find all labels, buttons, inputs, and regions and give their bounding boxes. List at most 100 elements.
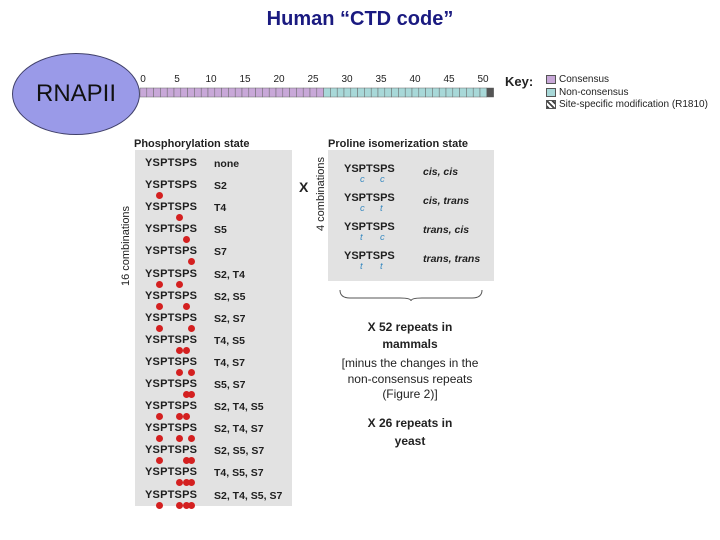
phospho-dot-s7	[188, 479, 195, 487]
ruler-cell	[357, 87, 365, 98]
ruler-cell	[418, 87, 426, 98]
phospho-sequence: YSPTSPS	[145, 400, 198, 413]
ruler-cell	[425, 87, 433, 98]
ruler-cell	[438, 87, 447, 98]
phospho-state-label: T4, S7	[214, 356, 245, 369]
phospho-state-label: S2, T4, S7	[214, 423, 264, 436]
ruler-modified-cell	[486, 88, 494, 97]
phospho-sequence: YSPTSPS	[145, 444, 198, 457]
proline-panel	[328, 150, 494, 281]
phospho-dot-s7	[188, 258, 195, 266]
ruler-tick-label: 0	[140, 74, 146, 85]
slide-title: Human “CTD code”	[266, 8, 454, 30]
phospho-dot-s5	[183, 346, 190, 354]
phospho-dot-s7	[188, 324, 195, 332]
phospho-dot-s7	[188, 391, 195, 398]
ruler-cell	[343, 87, 352, 98]
phospho-dot-s5	[183, 391, 190, 398]
proline-isomer-mark: t	[380, 203, 383, 214]
rnapii-label: RNAPII	[35, 80, 116, 107]
proline-isomer-mark: c	[380, 174, 385, 185]
mammals-note-line3: (Figure 2)]	[382, 387, 438, 401]
phospho-dot-s5	[183, 457, 190, 465]
ruler-tick-label: 50	[477, 74, 489, 85]
ruler-cell	[153, 87, 161, 98]
phosphorylation-header: Phosphorylation state	[134, 138, 250, 150]
key-site-specific-label: Site-specific modification (R1810)	[559, 99, 708, 110]
ruler-cell	[194, 87, 202, 98]
phospho-dot-t4	[176, 435, 183, 443]
phospho-dot-s5	[183, 302, 190, 310]
phospho-sequence: YSPTSPS	[145, 179, 198, 192]
key-site-specific: Site-specific modification (R1810)	[546, 99, 708, 110]
proline-sequence: YSPTSPS	[344, 250, 395, 262]
ruler-cell	[187, 87, 195, 98]
proline-isomer-mark: t	[360, 261, 363, 272]
ruler-cell	[370, 87, 379, 98]
bracket-path	[339, 289, 483, 302]
phospho-sequence: YSPTSPS	[145, 488, 198, 501]
mammals-label: mammals	[382, 337, 438, 351]
ruler-cell	[282, 87, 290, 98]
ruler-cell	[207, 87, 216, 98]
ruler-cell	[323, 87, 331, 98]
phospho-dot-t4	[176, 214, 183, 222]
phospho-sequence: YSPTSPS	[145, 333, 198, 346]
ruler-cell	[214, 87, 222, 98]
key-non-consensus: Non-consensus	[546, 87, 628, 98]
proline-sequence: YSPTSPS	[344, 163, 395, 175]
phospho-dot-t4	[176, 479, 183, 487]
phospho-sequence: YSPTSPS	[145, 355, 198, 368]
ruler-tick-label: 10	[205, 74, 217, 85]
ruler-cell	[445, 87, 454, 98]
key-title: Key:	[505, 74, 534, 89]
ruler-tick-label: 30	[341, 74, 353, 85]
ruler-cell	[289, 87, 297, 98]
phospho-state-label: S2, S5	[214, 290, 246, 303]
ruler-tick-label: 45	[443, 74, 455, 85]
phospho-dot-s2	[156, 457, 163, 465]
phospho-sequence: YSPTSPS	[145, 378, 198, 390]
ruler-tick-label: 5	[174, 74, 180, 85]
ruler-cell	[384, 87, 392, 98]
ruler-cell	[330, 87, 338, 98]
phospho-state-label: S2, T4, S5	[214, 401, 264, 414]
key-consensus-swatch	[546, 75, 556, 84]
ruler-cell	[166, 87, 175, 98]
key-non-consensus-label: Non-consensus	[559, 87, 629, 98]
key-non-consensus-swatch	[546, 88, 556, 97]
proline-combinations-label: 4 combinations	[315, 157, 327, 231]
ruler-cell	[180, 87, 188, 98]
ruler-cell	[391, 87, 399, 98]
proline-sequence: YSPTSPS	[344, 221, 395, 233]
proline-state-label: cis, cis	[423, 166, 459, 178]
phospho-sequence: YSPTSPS	[145, 311, 198, 324]
ruler-cell	[173, 87, 182, 98]
phospho-dot-s5	[183, 413, 190, 421]
ruler-cell	[302, 87, 311, 98]
ruler-cell	[228, 87, 236, 98]
phospho-state-label: S2, S5, S7	[214, 445, 265, 458]
mammals-note-line2: non-consensus repeats	[347, 372, 473, 386]
phospho-state-label: S2, T4	[214, 268, 245, 281]
proline-header: Proline isomerization state	[328, 138, 468, 150]
proline-isomer-mark: t	[360, 232, 363, 243]
ruler-cell	[234, 87, 243, 98]
ruler-cell	[200, 87, 209, 98]
phospho-state-label: none	[214, 158, 240, 170]
ruler-cell	[275, 87, 284, 98]
phosphorylation-combinations-label: 16 combinations	[120, 205, 132, 287]
proline-isomer-mark: c	[360, 203, 365, 214]
ruler-cell	[268, 87, 277, 98]
ruler-cell	[309, 87, 318, 98]
phospho-sequence: YSPTSPS	[145, 223, 198, 236]
phospho-dot-s2	[156, 280, 163, 288]
ruler-cell	[160, 87, 168, 98]
ruler-cell	[296, 87, 304, 98]
key-consensus: Consensus	[546, 74, 609, 85]
ruler-cell	[248, 87, 256, 98]
ruler-cell	[350, 87, 358, 98]
phospho-dot-t4	[176, 346, 183, 354]
ruler-cell	[377, 87, 386, 98]
phospho-dot-s7	[188, 501, 195, 509]
